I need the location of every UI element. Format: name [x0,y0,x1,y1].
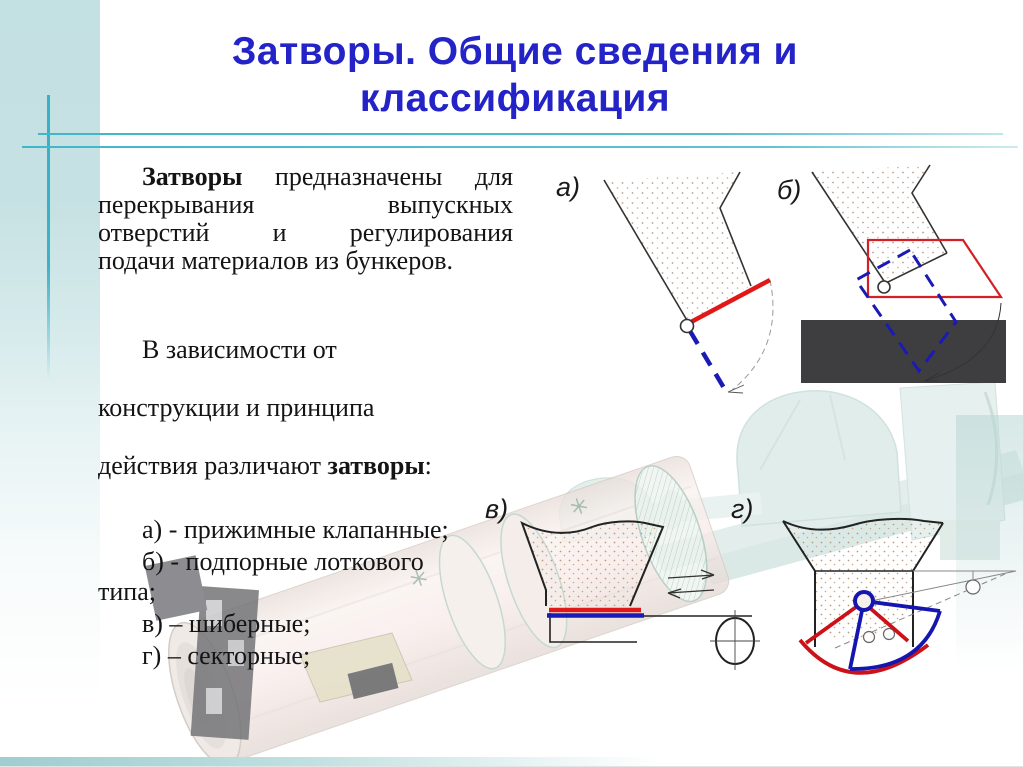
swing-arc [731,279,774,391]
hopper-right-wall [911,164,948,254]
hopper-spout-edge [885,252,948,284]
paragraph-2: В зависимости от конструкции и принципа … [98,306,513,509]
pivot-circle [877,280,891,294]
ground-block [801,320,1006,383]
bottom-teal-bar [0,757,660,766]
flap-closed-red [689,278,772,324]
paragraph-1-line-1: Затворы предназначены для [142,162,513,191]
pivot-circle [853,590,875,612]
hopper-material-fill [605,172,751,324]
linkage-circle-1 [862,630,876,644]
tray-open-blue-dashed [853,248,958,374]
flap-open-blue-dashed [688,329,729,395]
paragraph-1-line-2: перекрывания выпускных [98,190,513,219]
roller-symbol [710,610,760,670]
swing-arc-arrowhead [923,372,940,382]
list-item-v: в) – шиберные; [142,609,311,638]
list-item-g: г) – секторные; [142,641,311,670]
hopper-outline [520,520,665,607]
hopper-left-wall [603,179,689,323]
tray-closed-red [866,238,1004,299]
swing-arc-arrowhead [727,384,745,394]
list-item-a: а) - прижимные клапанные; [142,515,449,544]
figure-g-label: г) [731,494,754,524]
body-text: Затворы предназначены для перекрывания в… [98,163,513,671]
list-item-b: б) - подпорные лоткового типа; [98,547,424,606]
lever-weight-circle [965,579,981,595]
pivot-circle [679,318,695,334]
motion-arrows [667,569,715,599]
hopper-left-wall [782,520,816,572]
vertical-accent-line [47,95,50,380]
title-line-2: классификация [359,77,671,120]
hopper-left-wall [811,171,885,282]
paragraph-2-line-2: конструкции и принципа [98,393,375,422]
diagram-g-sector-gate [782,517,1017,675]
diagram-v-slide-gate [520,520,760,670]
chute-outline [549,613,637,643]
paragraph-2-line-3: действия различают затворы: [98,451,432,480]
gate-type-list: а) - прижимные клапанные; б) - подпорные… [98,515,513,671]
hopper-right-wall [912,522,944,572]
hopper-top-edge [782,517,944,531]
figure-b-label: б) [777,175,802,205]
figure-a-label: а) [556,172,581,202]
horizontal-accent-line-2 [22,146,1018,148]
paragraph-1-line-4: подачи материалов из бункеров. [98,246,453,275]
hopper-right-wall [719,171,752,287]
left-teal-strip [0,0,100,700]
sector-open-blue [848,599,942,671]
hopper-material-fill [522,521,663,606]
paragraph-1-line-3: отверстий и регулирования [98,218,513,247]
paragraph-2-line-1: В зависимости от [142,335,337,364]
figure-v-label: в) [485,494,509,524]
linkage-circle-2 [882,627,896,641]
mill-drive-end [144,555,413,740]
slide-title: Затворы. Общие сведения и классификация [60,28,970,122]
hopper-material-fill [783,518,943,571]
swing-arc [923,302,1002,382]
horizontal-accent-line-1 [38,133,1003,135]
hopper-material-fill [812,165,947,283]
right-edge-wash [956,415,1023,670]
diagram-b-tray-gate [801,164,1006,383]
diagram-a-clamp-valve-gate [603,171,774,395]
title-line-1: Затворы. Общие сведения и [231,30,799,73]
